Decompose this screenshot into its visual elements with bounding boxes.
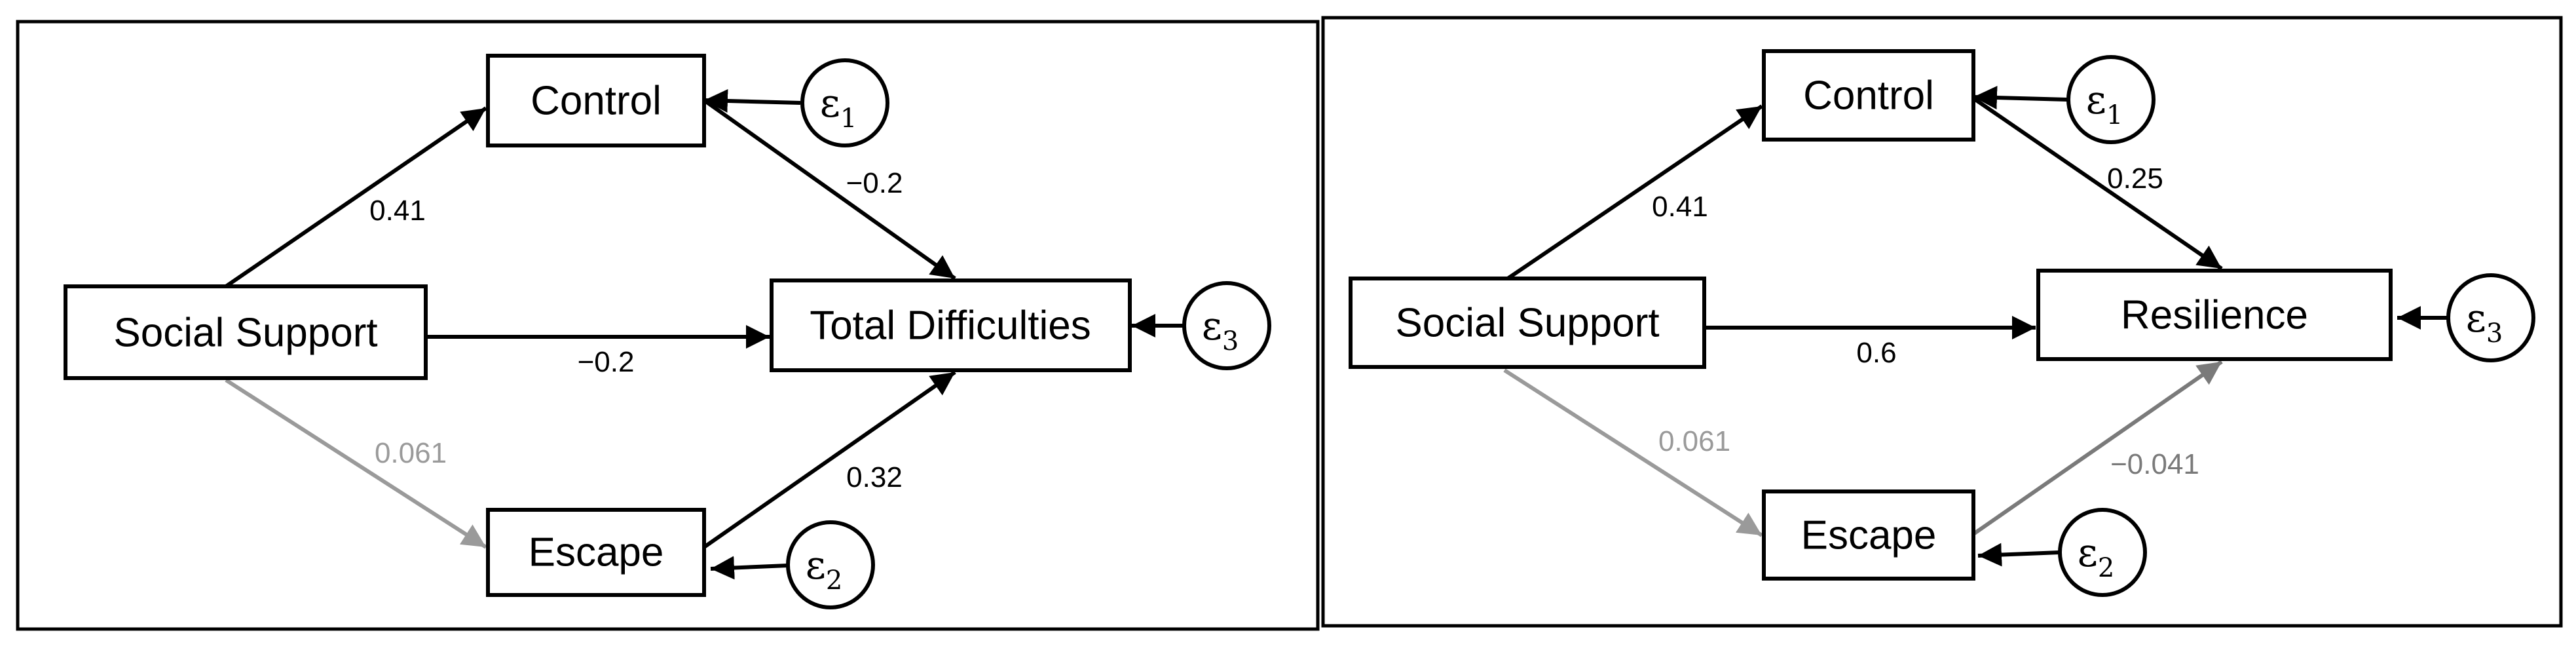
left-node-control-label: Control — [531, 79, 662, 124]
left-node-control: Control — [486, 54, 706, 147]
right-error-2-index: 2 — [2098, 553, 2114, 583]
right-error-2-symbol: ε — [2078, 530, 2098, 576]
left-error-1-index: 1 — [840, 104, 857, 134]
right-coef-control-outcome: 0.25 — [2107, 163, 2163, 195]
left-error-arrow-2 — [710, 556, 788, 580]
right-error-1-index: 1 — [2106, 100, 2123, 130]
svg-text:ε1: ε1 — [2086, 77, 2123, 130]
left-coef-social-control: 0.41 — [369, 195, 426, 227]
svg-text:ε2: ε2 — [2078, 530, 2115, 583]
left-node-escape-label: Escape — [529, 530, 664, 575]
left-panel: Control Social Support Total Difficultie… — [16, 20, 1320, 631]
svg-text:ε2: ε2 — [806, 543, 843, 596]
right-path-social-control — [1506, 104, 1763, 280]
left-coef-social-escape: 0.061 — [375, 437, 447, 469]
left-error-3-index: 3 — [1222, 326, 1239, 356]
left-error-2-index: 2 — [826, 566, 842, 596]
right-coef-social-escape: 0.061 — [1658, 425, 1730, 457]
left-path-social-escape — [225, 378, 487, 549]
right-node-outcome: Resilience — [2036, 269, 2393, 361]
right-node-escape: Escape — [1762, 489, 1975, 581]
left-error-arrow-1 — [703, 88, 801, 113]
right-path-escape-outcome — [1972, 360, 2223, 536]
right-error-1: ε1 — [2066, 55, 2156, 144]
svg-text:ε3: ε3 — [1202, 303, 1239, 356]
left-coef-control-outcome: −0.2 — [846, 167, 903, 199]
right-error-3-symbol: ε — [2466, 296, 2486, 341]
right-error-arrow-2 — [1977, 543, 2061, 567]
left-path-social-control — [225, 106, 487, 288]
left-error-3-symbol: ε — [1202, 303, 1222, 349]
right-error-1-symbol: ε — [2086, 77, 2106, 123]
right-error-3: ε3 — [2446, 273, 2535, 362]
left-node-social-support-label: Social Support — [113, 311, 377, 356]
right-error-2: ε2 — [2058, 508, 2147, 597]
left-node-social-support: Social Support — [64, 284, 428, 380]
right-panel-border — [1321, 16, 2563, 628]
left-coef-social-outcome: −0.2 — [578, 346, 635, 378]
right-path-control-outcome — [1972, 96, 2223, 271]
left-node-outcome-label: Total Difficulties — [810, 303, 1091, 349]
right-node-control-label: Control — [1803, 73, 1934, 119]
right-error-3-index: 3 — [2486, 318, 2503, 349]
right-panel: Control Social Support Resilience Escape… — [1321, 16, 2563, 628]
right-node-social-support: Social Support — [1349, 277, 1706, 369]
left-error-3: ε3 — [1182, 281, 1271, 370]
right-node-control: Control — [1762, 49, 1975, 142]
right-node-escape-label: Escape — [1801, 513, 1937, 558]
right-coef-social-control: 0.41 — [1652, 191, 1708, 223]
right-node-social-support-label: Social Support — [1395, 301, 1659, 346]
left-coef-escape-outcome: 0.32 — [846, 461, 903, 493]
right-node-outcome-label: Resilience — [2121, 293, 2308, 338]
left-node-outcome: Total Difficulties — [770, 278, 1132, 372]
right-error-arrow-1 — [1973, 86, 2068, 109]
left-error-1-symbol: ε — [820, 81, 840, 126]
left-error-2-symbol: ε — [806, 543, 826, 588]
left-path-escape-outcome — [703, 370, 956, 549]
right-coef-escape-outcome: −0.041 — [2110, 448, 2199, 480]
right-coef-social-outcome: 0.6 — [1856, 337, 1896, 369]
svg-text:ε3: ε3 — [2466, 296, 2503, 349]
left-path-control-outcome — [703, 98, 956, 280]
left-panel-border — [16, 20, 1320, 631]
left-error-1: ε1 — [800, 58, 889, 147]
left-node-escape: Escape — [486, 508, 706, 597]
svg-text:ε1: ε1 — [820, 81, 857, 134]
left-error-2: ε2 — [786, 520, 875, 609]
right-path-social-escape — [1503, 368, 1763, 537]
